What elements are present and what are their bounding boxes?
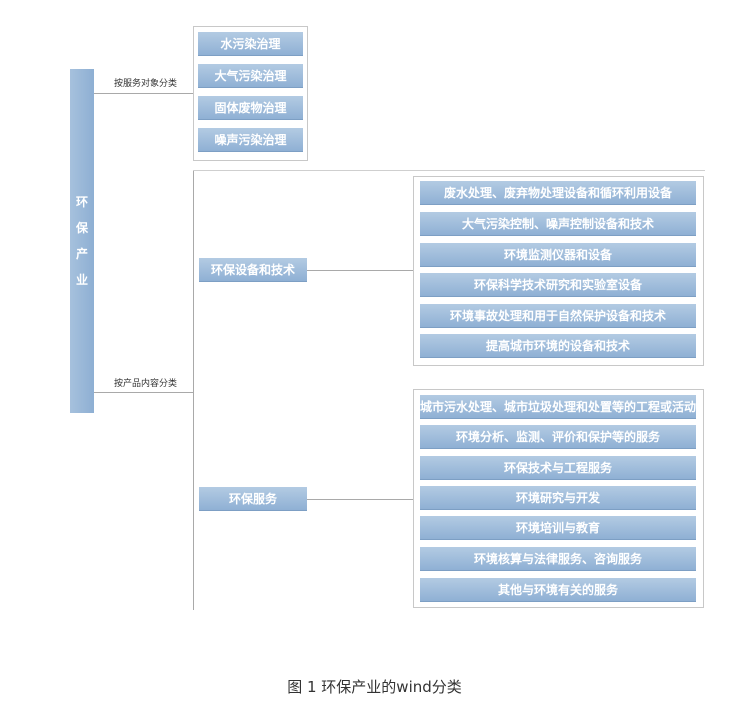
equipment-node: 环保设备和技术 [199, 258, 307, 282]
root-char: 环 [75, 195, 88, 209]
root-node-industry: 环 保 产 业 [70, 69, 94, 413]
service-object-item: 噪声污染治理 [198, 128, 303, 152]
connector-line [307, 499, 414, 500]
equipment-item: 废水处理、废弃物处理设备和循环利用设备 [420, 181, 696, 205]
service-object-item: 水污染治理 [198, 32, 303, 56]
branch-label-service-object: 按服务对象分类 [114, 79, 178, 89]
service-object-item: 固体废物治理 [198, 96, 303, 120]
branch-label-product-content: 按产品内容分类 [114, 379, 178, 389]
services-node: 环保服务 [199, 487, 307, 511]
connector-line [193, 170, 194, 610]
connector-line [193, 170, 705, 171]
connector-line [307, 270, 414, 271]
root-char: 保 [75, 221, 88, 235]
equipment-item: 环保科学技术研究和实验室设备 [420, 273, 696, 297]
services-item: 其他与环境有关的服务 [420, 578, 696, 602]
figure-caption: 图 1 环保产业的wind分类 [287, 678, 462, 696]
services-item: 环保技术与工程服务 [420, 456, 696, 480]
service-object-item: 大气污染治理 [198, 64, 303, 88]
equipment-item: 环境监测仪器和设备 [420, 243, 696, 267]
services-item: 城市污水处理、城市垃圾处理和处置等的工程或活动 [420, 395, 696, 419]
services-item: 环境分析、监测、评价和保护等的服务 [420, 425, 696, 449]
connector-line [94, 392, 193, 393]
connector-line [94, 93, 193, 94]
root-char: 业 [75, 273, 88, 287]
equipment-item: 大气污染控制、噪声控制设备和技术 [420, 212, 696, 236]
services-item: 环境培训与教育 [420, 516, 696, 540]
equipment-item: 提高城市环境的设备和技术 [420, 334, 696, 358]
services-item: 环境研究与开发 [420, 486, 696, 510]
services-item: 环境核算与法律服务、咨询服务 [420, 547, 696, 571]
equipment-item: 环境事故处理和用于自然保护设备和技术 [420, 304, 696, 328]
root-char: 产 [75, 247, 88, 261]
